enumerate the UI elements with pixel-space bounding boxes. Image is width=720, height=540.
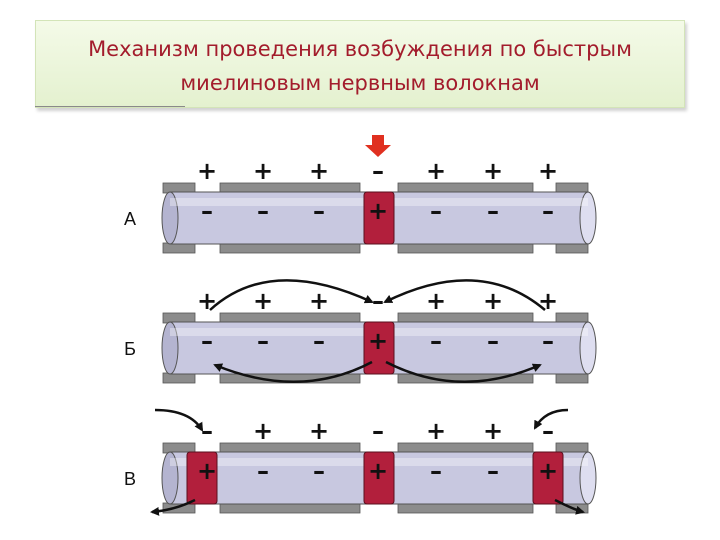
- outer-charge-sign: +: [538, 287, 558, 315]
- outer-charge-sign: –: [372, 417, 384, 445]
- outer-charge-sign: +: [197, 157, 217, 185]
- outer-charge-sign: –: [372, 157, 384, 185]
- outer-charge-sign: +: [483, 417, 503, 445]
- inner-charge-sign: +: [368, 327, 388, 355]
- stimulus-arrow-icon: [365, 135, 391, 157]
- outer-charge-sign: +: [426, 417, 446, 445]
- row-label: Б: [124, 339, 136, 359]
- row-label: В: [124, 469, 136, 489]
- row-label: А: [124, 209, 136, 229]
- inner-charge-sign: –: [257, 327, 269, 355]
- axon-right-end: [579, 321, 597, 375]
- current-arrow-small-top-right-icon: [533, 408, 569, 430]
- outer-charge-sign: +: [538, 157, 558, 185]
- current-arrow-inner-right-icon: [385, 360, 542, 384]
- outer-charge-sign: +: [483, 287, 503, 315]
- inner-charge-sign: –: [430, 457, 442, 485]
- inner-charge-sign: –: [201, 197, 213, 225]
- outer-charge-sign: +: [197, 287, 217, 315]
- inner-charge-sign: –: [313, 457, 325, 485]
- outer-charge-sign: +: [309, 417, 329, 445]
- current-arrow-outer-left-icon: [209, 279, 374, 311]
- inner-charge-sign: –: [542, 197, 554, 225]
- title-underline: [35, 106, 185, 107]
- title-line-2: миелиновым нервным волокнам: [180, 71, 540, 95]
- inner-charge-sign: –: [313, 327, 325, 355]
- title-box: Механизм проведения возбуждения по быстр…: [35, 20, 685, 108]
- outer-charge-sign: +: [483, 157, 503, 185]
- outer-charge-sign: –: [372, 287, 384, 315]
- current-arrow-small-top-left-icon: [154, 408, 204, 432]
- fiber-row-3: В – + + – + + – + – – + – – +: [124, 417, 597, 514]
- outer-charge-sign: +: [253, 157, 273, 185]
- ranvier-node-active: [363, 321, 395, 375]
- inner-charge-sign: +: [368, 457, 388, 485]
- title-line-1: Механизм проведения возбуждения по быстр…: [88, 37, 632, 61]
- ranvier-node-active: [532, 451, 564, 505]
- inner-charge-sign: –: [201, 327, 213, 355]
- outer-charge-sign: +: [253, 287, 273, 315]
- inner-charge-sign: +: [538, 457, 558, 485]
- inner-charge-sign: –: [257, 457, 269, 485]
- outer-charge-sign: +: [309, 157, 329, 185]
- fiber-row-2: Б + + + – + + + – – – + – – –: [124, 287, 597, 384]
- axon-right-end: [579, 451, 597, 505]
- outer-charge-sign: +: [253, 417, 273, 445]
- outer-charge-sign: +: [309, 287, 329, 315]
- current-arrow-small-bottom-left-icon: [150, 498, 196, 516]
- outer-charge-sign: –: [201, 417, 213, 445]
- inner-charge-sign: +: [368, 197, 388, 225]
- inner-charge-sign: –: [430, 197, 442, 225]
- axon-left-end: [161, 321, 179, 375]
- inner-charge-sign: –: [487, 457, 499, 485]
- axon-right-end: [579, 191, 597, 245]
- ranvier-node-active: [186, 451, 218, 505]
- inner-charge-sign: –: [487, 327, 499, 355]
- outer-charge-sign: +: [426, 157, 446, 185]
- axon-left-end: [161, 191, 179, 245]
- outer-charge-sign: +: [426, 287, 446, 315]
- ranvier-node-active: [363, 191, 395, 245]
- current-arrow-outer-right-icon: [383, 279, 546, 311]
- inner-charge-sign: +: [197, 457, 217, 485]
- axon-left-end: [161, 451, 179, 505]
- ranvier-node-active: [363, 451, 395, 505]
- inner-charge-sign: –: [257, 197, 269, 225]
- inner-charge-sign: –: [430, 327, 442, 355]
- current-arrow-small-bottom-right-icon: [554, 498, 585, 515]
- current-arrow-inner-left-icon: [213, 360, 373, 384]
- inner-charge-sign: –: [542, 327, 554, 355]
- inner-charge-sign: –: [313, 197, 325, 225]
- outer-charge-sign: –: [542, 417, 554, 445]
- inner-charge-sign: –: [487, 197, 499, 225]
- fiber-row-1: А + + + – + + + – – – + – – –: [124, 157, 597, 254]
